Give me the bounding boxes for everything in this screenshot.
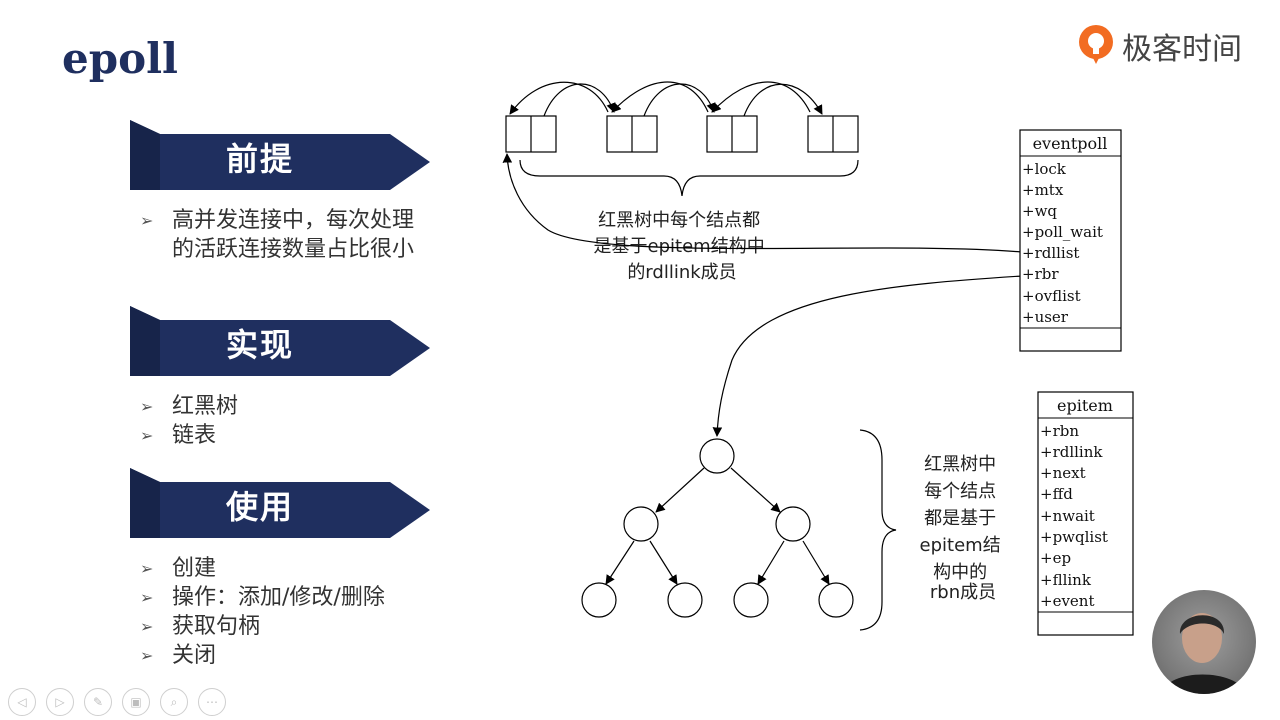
list-item: ➢ 链表: [140, 423, 217, 448]
tree-node: [818, 582, 854, 618]
tree-node: [775, 506, 811, 542]
tree-node: [623, 506, 659, 542]
struct-field: +wq: [1022, 202, 1057, 220]
bullet-arrow-icon: ➢: [140, 559, 154, 578]
struct-name: epitem: [1057, 396, 1113, 415]
list-item: ➢ 关闭: [140, 643, 217, 668]
geektime-logo-icon: [1079, 25, 1113, 64]
slides-icon[interactable]: ▣: [122, 688, 150, 716]
tree-brace: [859, 429, 897, 631]
struct-field: +rdllink: [1040, 443, 1103, 461]
pen-icon[interactable]: ✎: [84, 688, 112, 716]
tree-node: [699, 438, 735, 474]
list-item: ➢ 获取句柄: [140, 614, 261, 639]
logo-text: 极客时间: [1122, 32, 1242, 67]
banner-shape: [130, 306, 430, 376]
zoom-icon[interactable]: ⌕: [160, 688, 188, 716]
tree-node: [667, 582, 703, 618]
slideshow-nav: ◁ ▷ ✎ ▣ ⌕ ⋯: [8, 688, 226, 716]
geektime-logo: 极客时间: [1076, 22, 1266, 68]
presenter-webcam: [1152, 590, 1256, 694]
list-item: ➢ 高并发连接中，每次处理的活跃连接数量占比很小: [140, 208, 415, 262]
bullet-arrow-icon: ➢: [140, 211, 154, 230]
struct-field: +ffd: [1040, 485, 1073, 503]
rdllist-link-arrow: [502, 153, 1023, 253]
list-item: ➢ 红黑树: [140, 394, 239, 419]
presenter-image: [1162, 613, 1246, 694]
struct-field: +mtx: [1022, 181, 1064, 199]
bullet-arrow-icon: ➢: [140, 397, 154, 416]
list-note: 红黑树中每个结点都 是基于epitem结构中 的rdllink成员: [594, 210, 771, 283]
banner-label: 实现: [225, 326, 294, 364]
bullet-arrow-icon: ➢: [140, 426, 154, 445]
struct-field: +rdllist: [1022, 244, 1079, 262]
usage-bullets: ➢ 创建 ➢ 操作：添加/修改/删除 ➢ 获取句柄 ➢ 关闭: [140, 554, 422, 670]
banner-implementation: 实现: [130, 306, 430, 380]
struct-field: +user: [1022, 308, 1069, 326]
struct-field: +ep: [1040, 549, 1071, 567]
rb-tree: [581, 438, 854, 618]
struct-name: eventpoll: [1033, 134, 1108, 153]
banner-label: 使用: [225, 488, 294, 526]
banner-label: 前提: [225, 140, 294, 178]
banner-shape: [130, 120, 430, 190]
struct-field: +lock: [1022, 160, 1067, 178]
struct-field: +rbr: [1022, 265, 1059, 283]
struct-field: +rbn: [1040, 422, 1079, 440]
struct-field: +next: [1040, 464, 1086, 482]
tree-note: 红黑树中 每个结点 都是基于 epitem结 构中的 rbn成员: [920, 454, 1007, 603]
bullet-arrow-icon: ➢: [140, 646, 154, 665]
tree-node: [733, 582, 769, 618]
tree-node: [581, 582, 617, 618]
banner-usage: 使用: [130, 468, 430, 542]
prev-icon[interactable]: ◁: [8, 688, 36, 716]
linked-list: [505, 81, 859, 197]
eventpoll-struct: eventpoll +lock +mtx +wq +poll_wait +rdl…: [1019, 129, 1122, 352]
implementation-bullets: ➢ 红黑树 ➢ 链表: [140, 392, 422, 450]
more-icon[interactable]: ⋯: [198, 688, 226, 716]
list-item: ➢ 操作：添加/修改/删除: [140, 585, 385, 610]
struct-field: +nwait: [1040, 507, 1095, 525]
struct-field: +event: [1040, 592, 1095, 610]
epitem-struct: epitem +rbn +rdllink +next +ffd +nwait +…: [1037, 391, 1134, 636]
slide-title: epoll: [62, 34, 179, 83]
premise-bullets: ➢ 高并发连接中，每次处理的活跃连接数量占比很小: [140, 206, 422, 264]
struct-field: +fllink: [1040, 571, 1092, 589]
banner-shape: [130, 468, 430, 538]
bullet-arrow-icon: ➢: [140, 617, 154, 636]
struct-field: +ovflist: [1022, 287, 1081, 305]
bullet-arrow-icon: ➢: [140, 588, 154, 607]
next-icon[interactable]: ▷: [46, 688, 74, 716]
struct-field: +poll_wait: [1022, 223, 1103, 241]
banner-premise: 前提: [130, 120, 430, 194]
list-item: ➢ 创建: [140, 556, 217, 581]
struct-field: +pwqlist: [1040, 528, 1108, 546]
rbr-link-arrow: [712, 275, 1023, 437]
